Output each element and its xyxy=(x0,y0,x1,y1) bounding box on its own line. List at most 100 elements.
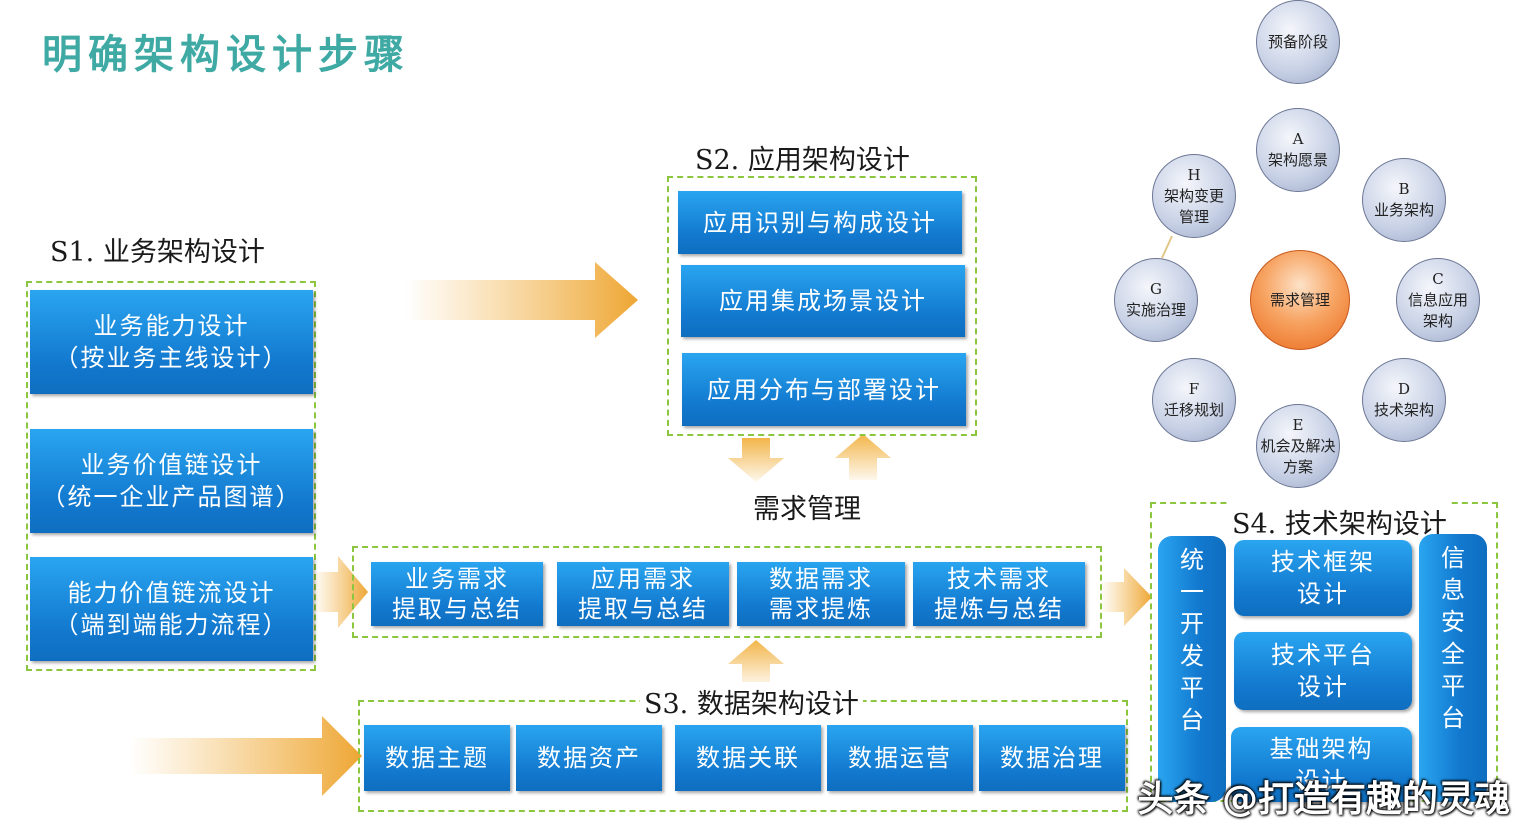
cycle-connector xyxy=(1161,235,1173,259)
cycle-label: 信息应用 xyxy=(1407,290,1468,309)
box-line: 技术平台 xyxy=(1271,641,1375,669)
cycle-node-b: B 业务架构 xyxy=(1362,158,1446,242)
vertical-char: 安 xyxy=(1441,608,1465,636)
s3-box-data-governance: 数据治理 xyxy=(979,725,1125,791)
box-line: 技术框架 xyxy=(1271,548,1375,576)
req-box-business: 业务需求 提取与总结 xyxy=(371,562,543,626)
s2-box-app-identify: 应用识别与构成设计 xyxy=(678,191,962,254)
req-box-application: 应用需求 提取与总结 xyxy=(557,562,729,626)
cycle-node-c: C 信息应用 架构 xyxy=(1396,258,1480,342)
vertical-char: 信 xyxy=(1441,544,1465,572)
vertical-char: 发 xyxy=(1180,642,1204,670)
vertical-char: 全 xyxy=(1441,640,1465,668)
arrow-s2-down xyxy=(728,438,784,482)
s1-title: S1. 业务架构设计 xyxy=(50,237,265,268)
s3-box-data-operation: 数据运营 xyxy=(827,725,973,791)
box-line: 业务能力设计 xyxy=(93,312,250,340)
box-line: 设计 xyxy=(1297,580,1349,608)
cycle-label: 实施治理 xyxy=(1125,301,1186,319)
box-line: 基础架构 xyxy=(1269,735,1374,763)
arrow-req-to-s4 xyxy=(1100,568,1152,626)
vertical-char: 开 xyxy=(1180,610,1204,638)
s2-box-app-integration: 应用集成场景设计 xyxy=(681,265,965,337)
s2-box-app-deploy: 应用分布与部署设计 xyxy=(682,353,966,426)
s4-unified-dev-platform: 统 一 开 发 平 台 xyxy=(1158,536,1226,802)
box-line: 技术需求 xyxy=(947,565,1051,593)
cycle-label: 预备阶段 xyxy=(1267,32,1328,51)
vertical-char: 平 xyxy=(1180,674,1204,702)
vertical-char: 平 xyxy=(1441,672,1465,700)
s4-title: S4. 技术架构设计 xyxy=(1228,502,1451,541)
arrow-into-s3 xyxy=(130,716,362,796)
vertical-char: 一 xyxy=(1180,578,1204,606)
vertical-char: 息 xyxy=(1441,576,1465,604)
s2-title: S2. 应用架构设计 xyxy=(695,145,910,176)
arrow-s1-to-req xyxy=(312,556,368,628)
arrow-up-to-s2 xyxy=(835,434,891,480)
vertical-char: 台 xyxy=(1180,706,1204,734)
arrow-s1-to-s2 xyxy=(405,262,638,338)
box-line: 提取与总结 xyxy=(578,595,708,623)
watermark-text: 头条 @打造有趣的灵魂 xyxy=(1137,779,1510,820)
req-group xyxy=(352,546,1102,638)
vertical-char: 统 xyxy=(1180,546,1204,574)
s1-box-capability: 业务能力设计 （按业务主线设计） xyxy=(30,290,313,394)
box-line: 应用需求 xyxy=(591,565,695,593)
cycle-label: 架构 xyxy=(1422,311,1453,330)
box-line: 能力价值链流设计 xyxy=(67,579,276,607)
cycle-preliminary: 预备阶段 xyxy=(1256,0,1340,84)
cycle-letter: F xyxy=(1188,380,1200,398)
s4-box-tech-platform: 技术平台 设计 xyxy=(1234,632,1412,710)
s3-title: S3. 数据架构设计 xyxy=(640,682,863,721)
box-line: （端到端能力流程） xyxy=(54,611,289,639)
cycle-letter: H xyxy=(1187,165,1201,184)
req-box-technology: 技术需求 提炼与总结 xyxy=(913,562,1085,626)
cycle-label: 架构变更 xyxy=(1163,186,1224,205)
page-title: 明确架构设计步骤 xyxy=(42,32,410,78)
arrow-s3-up xyxy=(728,640,784,686)
cycle-label: 机会及解决 xyxy=(1260,436,1336,455)
cycle-label: 迁移规划 xyxy=(1163,401,1224,419)
box-line: 业务需求 xyxy=(405,565,509,593)
cycle-label: 架构愿景 xyxy=(1267,151,1328,169)
vertical-char: 台 xyxy=(1441,704,1465,732)
cycle-label: 技术架构 xyxy=(1373,401,1434,419)
cycle-letter: G xyxy=(1150,280,1162,298)
s3-box-data-asset: 数据资产 xyxy=(516,725,662,791)
cycle-node-d: D 技术架构 xyxy=(1362,358,1446,442)
box-line: 提炼与总结 xyxy=(934,595,1064,623)
s2-group xyxy=(667,176,977,436)
cycle-node-f: F 迁移规划 xyxy=(1152,358,1236,442)
s3-box-data-subject: 数据主题 xyxy=(364,725,510,791)
s3-box-data-relation: 数据关联 xyxy=(675,725,821,791)
box-line: 提取与总结 xyxy=(392,595,522,623)
cycle-node-a: A 架构愿景 xyxy=(1256,108,1340,192)
cycle-label: 需求管理 xyxy=(1269,290,1330,309)
box-line: 设计 xyxy=(1297,673,1349,701)
box-line: 需求提炼 xyxy=(769,595,873,623)
cycle-letter: C xyxy=(1432,269,1444,288)
s4-box-tech-framework: 技术框架 设计 xyxy=(1234,540,1412,616)
cycle-letter: B xyxy=(1398,180,1410,198)
cycle-label: 业务架构 xyxy=(1373,201,1434,219)
cycle-letter: D xyxy=(1397,380,1411,398)
box-line: 数据需求 xyxy=(769,565,873,593)
box-line: 业务价值链设计 xyxy=(80,451,263,479)
cycle-node-h: H 架构变更 管理 xyxy=(1152,154,1236,238)
s1-box-value-chain: 业务价值链设计 （统一企业产品图谱） xyxy=(30,429,313,533)
s4-box-infrastructure: 基础架构 设计 xyxy=(1231,727,1412,802)
cycle-label: 方案 xyxy=(1282,457,1313,476)
req-box-data: 数据需求 需求提炼 xyxy=(737,562,905,626)
s4-info-security-platform: 信 息 安 全 平 台 xyxy=(1419,534,1487,802)
cycle-node-g: G 实施治理 xyxy=(1114,258,1198,342)
cycle-letter: A xyxy=(1292,130,1304,148)
cycle-node-e: E 机会及解决 方案 xyxy=(1256,404,1340,488)
box-line: （统一企业产品图谱） xyxy=(41,483,302,511)
cycle-label: 管理 xyxy=(1178,207,1209,226)
cycle-center-requirements: 需求管理 xyxy=(1250,250,1350,350)
s1-box-capability-flow: 能力价值链流设计 （端到端能力流程） xyxy=(30,557,313,661)
box-line: 设计 xyxy=(1295,767,1348,795)
box-line: （按业务主线设计） xyxy=(54,344,289,372)
s1-group xyxy=(26,281,316,671)
